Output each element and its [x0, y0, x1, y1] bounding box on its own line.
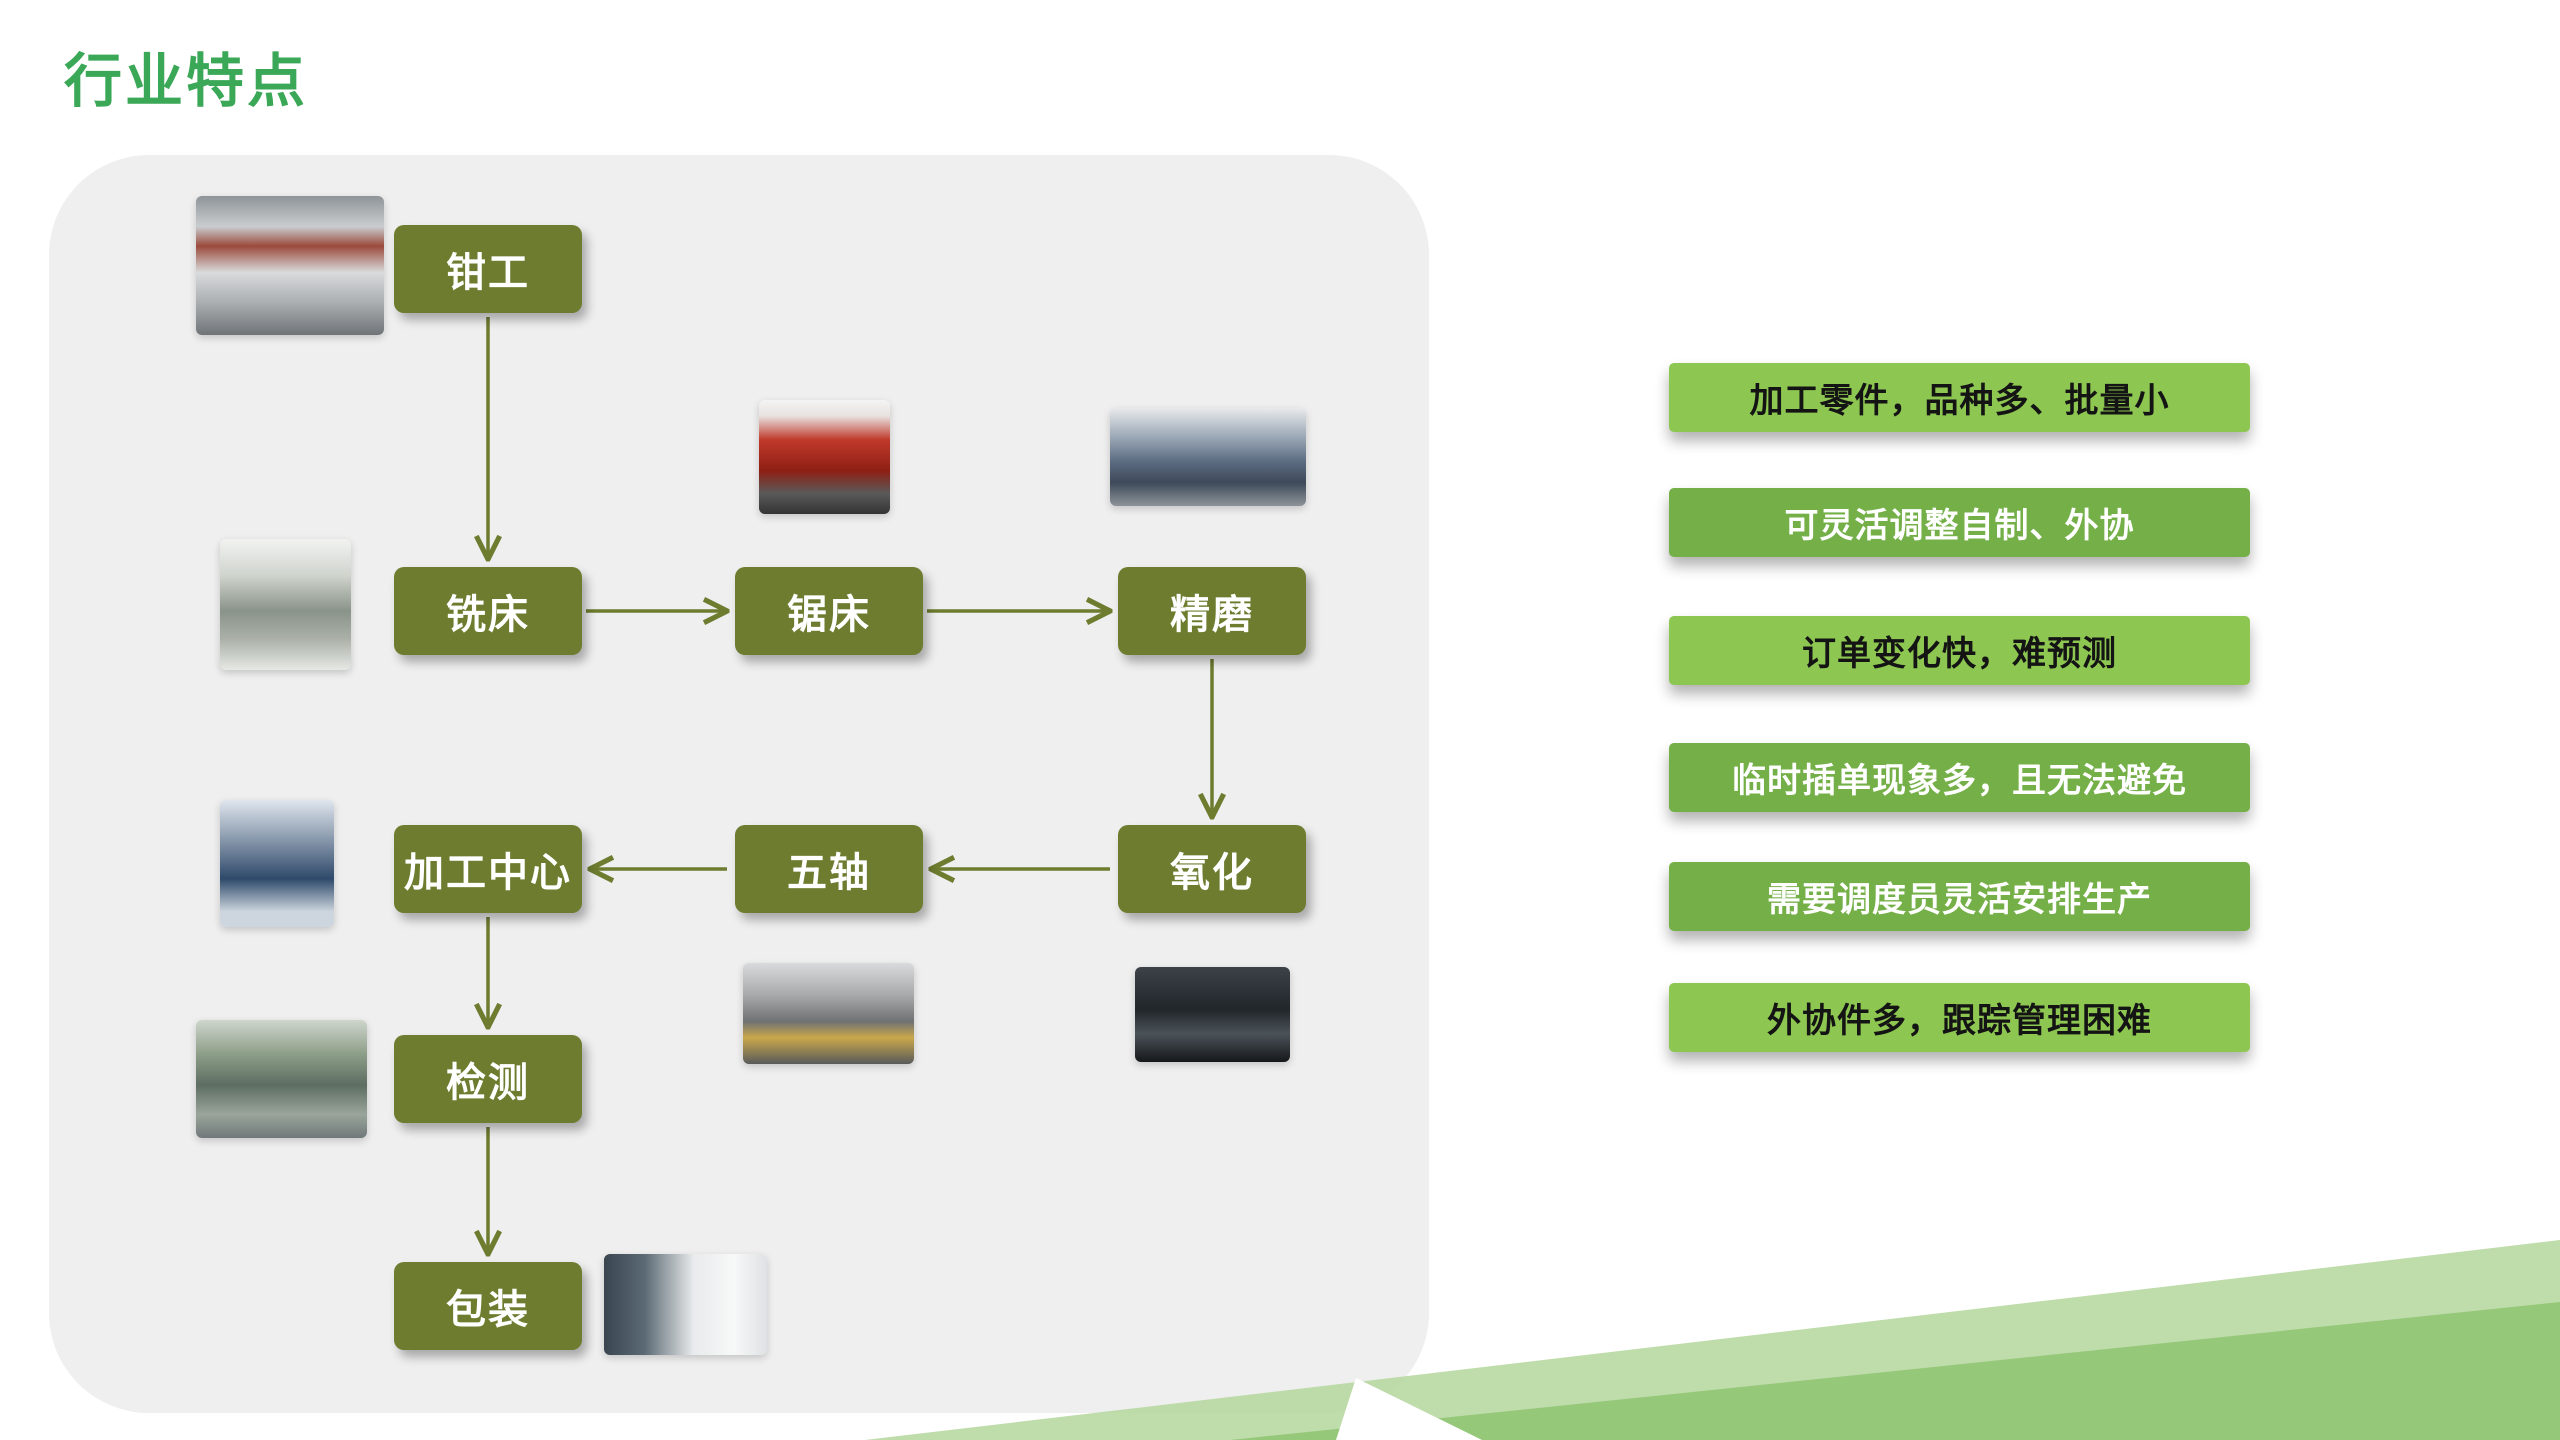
ribbon-wedge-dark	[1230, 1302, 2560, 1440]
five-axis-machine-photo	[743, 963, 914, 1064]
machining-center-photo	[220, 800, 334, 927]
flow-node-five-axis: 五轴	[735, 825, 923, 913]
flow-node-packaging: 包装	[394, 1262, 582, 1350]
flow-node-inspection: 检测	[394, 1035, 582, 1123]
flow-node-saw-machine: 锯床	[735, 567, 923, 655]
flow-node-machining-center: 加工中心	[394, 825, 582, 913]
bullet-bar-5: 需要调度员灵活安排生产	[1669, 862, 2250, 931]
bullet-bar-1: 加工零件，品种多、批量小	[1669, 363, 2250, 432]
flow-node-milling-machine: 铣床	[394, 567, 582, 655]
saw-machine-photo	[759, 400, 890, 514]
benchwork-machine-photo	[196, 196, 384, 335]
bullet-bar-4: 临时插单现象多，且无法避免	[1669, 743, 2250, 812]
flowchart-panel: 钳工 铣床 锯床 精磨 氧化 五轴 加工中心 检测 包装	[49, 155, 1429, 1413]
flow-arrows	[49, 317, 1429, 1413]
flow-node-oxidation: 氧化	[1118, 825, 1306, 913]
milling-machine-photo	[220, 539, 351, 670]
bullet-bar-2: 可灵活调整自制、外协	[1669, 488, 2250, 557]
oxidation-workshop-photo	[1135, 967, 1290, 1062]
grinding-machines-photo	[1110, 408, 1306, 506]
flow-node-benchwork: 钳工	[394, 225, 582, 313]
bullet-bar-3: 订单变化快，难预测	[1669, 616, 2250, 685]
page-title: 行业特点	[64, 49, 309, 114]
flow-node-fine-grinding: 精磨	[1118, 567, 1306, 655]
bullet-bar-6: 外协件多，跟踪管理困难	[1669, 983, 2250, 1052]
packaging-worker-photo	[604, 1254, 767, 1355]
inspection-machine-photo	[196, 1020, 367, 1138]
